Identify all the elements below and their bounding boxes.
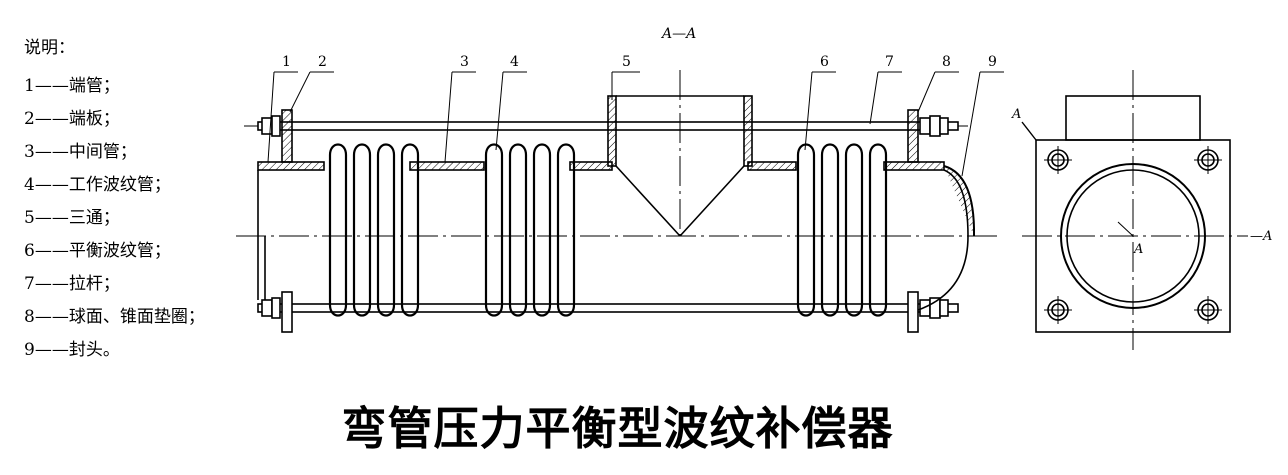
tee bbox=[607, 95, 753, 237]
end-plate-left bbox=[281, 109, 293, 163]
callout-4: 4 bbox=[510, 54, 519, 70]
note-item: 5——三通； bbox=[24, 208, 120, 228]
bolt bbox=[1194, 146, 1222, 174]
note-item: 6——平衡波纹管； bbox=[24, 241, 171, 261]
callout-labels: 1 2 3 4 5 6 7 8 9 A—A bbox=[282, 26, 997, 70]
end-pipe bbox=[257, 161, 325, 171]
middle-pipe bbox=[409, 161, 485, 171]
end-cap bbox=[917, 165, 976, 311]
callout-9: 9 bbox=[988, 54, 997, 70]
notes-heading: 说明： bbox=[24, 38, 75, 58]
section-marks: A —A A bbox=[1011, 107, 1272, 257]
callout-6: 6 bbox=[820, 54, 829, 70]
tie-rod-lower bbox=[257, 303, 959, 313]
note-item: 4——工作波纹管； bbox=[24, 175, 171, 195]
section-cut-mark-right: —A bbox=[1250, 229, 1272, 244]
working-bellows-2 bbox=[484, 143, 576, 317]
elevation-view bbox=[236, 70, 1004, 333]
note-item: 9——封头。 bbox=[24, 340, 120, 360]
leaders bbox=[267, 71, 1004, 177]
callout-5: 5 bbox=[622, 54, 631, 70]
end-plate-left-lower bbox=[281, 291, 293, 333]
callout-8: 8 bbox=[942, 54, 951, 70]
callout-1: 1 bbox=[282, 54, 291, 70]
balancing-bellows bbox=[796, 143, 888, 317]
note-item: 8——球面、锥面垫圈； bbox=[24, 307, 205, 327]
callout-3: 3 bbox=[460, 54, 469, 70]
drawing-title: 弯管压力平衡型波纹补偿器 bbox=[341, 402, 894, 455]
note-item: 7——拉杆； bbox=[24, 274, 120, 294]
note-item: 2——端板； bbox=[24, 109, 120, 129]
note-item: 3——中间管； bbox=[24, 142, 137, 162]
callout-7: 7 bbox=[885, 54, 894, 70]
side-view bbox=[1021, 70, 1248, 350]
section-label: A—A bbox=[660, 26, 696, 42]
bolt bbox=[1194, 296, 1222, 324]
working-bellows-1 bbox=[328, 143, 420, 317]
section-center-mark: A bbox=[1133, 242, 1143, 257]
callout-2: 2 bbox=[318, 54, 327, 70]
note-item: 1——端管； bbox=[24, 76, 120, 96]
section-cut-mark-top: A bbox=[1011, 107, 1021, 122]
bolt bbox=[1044, 296, 1072, 324]
end-plate-right bbox=[907, 109, 919, 163]
bolt bbox=[1044, 146, 1072, 174]
